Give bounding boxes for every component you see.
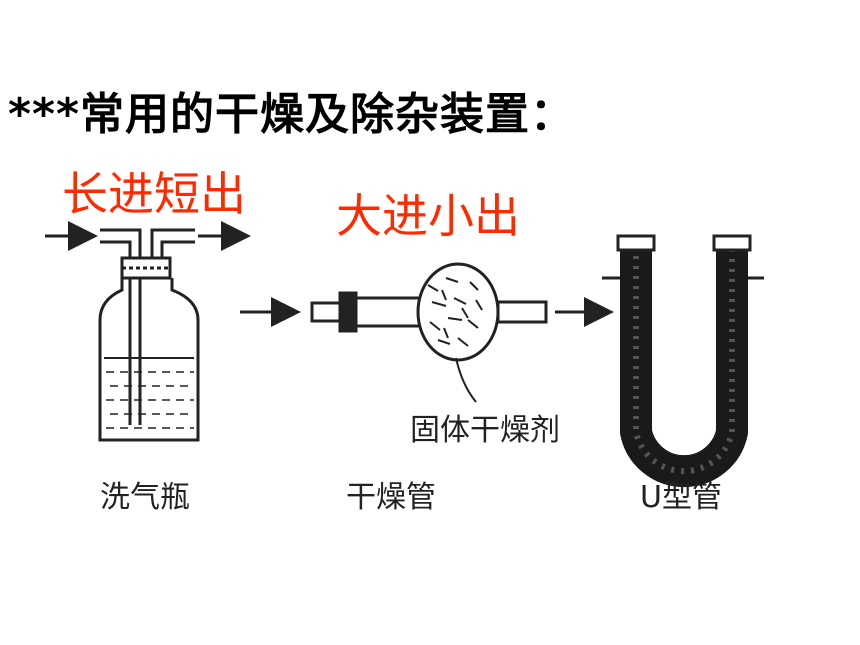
right-stopper <box>712 234 752 252</box>
label-long-in-short-out: 长进短出 <box>62 167 246 221</box>
drying-tube <box>240 262 614 403</box>
bottle-body <box>98 278 200 442</box>
caption-solid-desiccant: 固体干燥剂 <box>410 413 560 448</box>
outlet-end <box>496 300 548 324</box>
u-tube <box>602 234 764 488</box>
page-title: ***常用的干燥及除杂装置： <box>8 89 576 140</box>
stopper-plug <box>338 291 358 333</box>
tube-bulb <box>416 262 500 362</box>
short-outlet-tube <box>150 228 195 262</box>
desiccant-pointer <box>455 357 477 403</box>
left-stopper <box>616 234 656 252</box>
tube-barrel <box>354 296 428 328</box>
label-big-in-small-out: 大进小出 <box>336 189 520 243</box>
caption-gas-bottle: 洗气瓶 <box>100 480 190 515</box>
gas-washing-bottle <box>45 221 251 442</box>
caption-u-tube: U型管 <box>640 480 722 515</box>
caption-drying-tube: 干燥管 <box>346 480 436 515</box>
u-tube-body <box>620 246 748 488</box>
long-inlet-tube <box>100 228 142 425</box>
